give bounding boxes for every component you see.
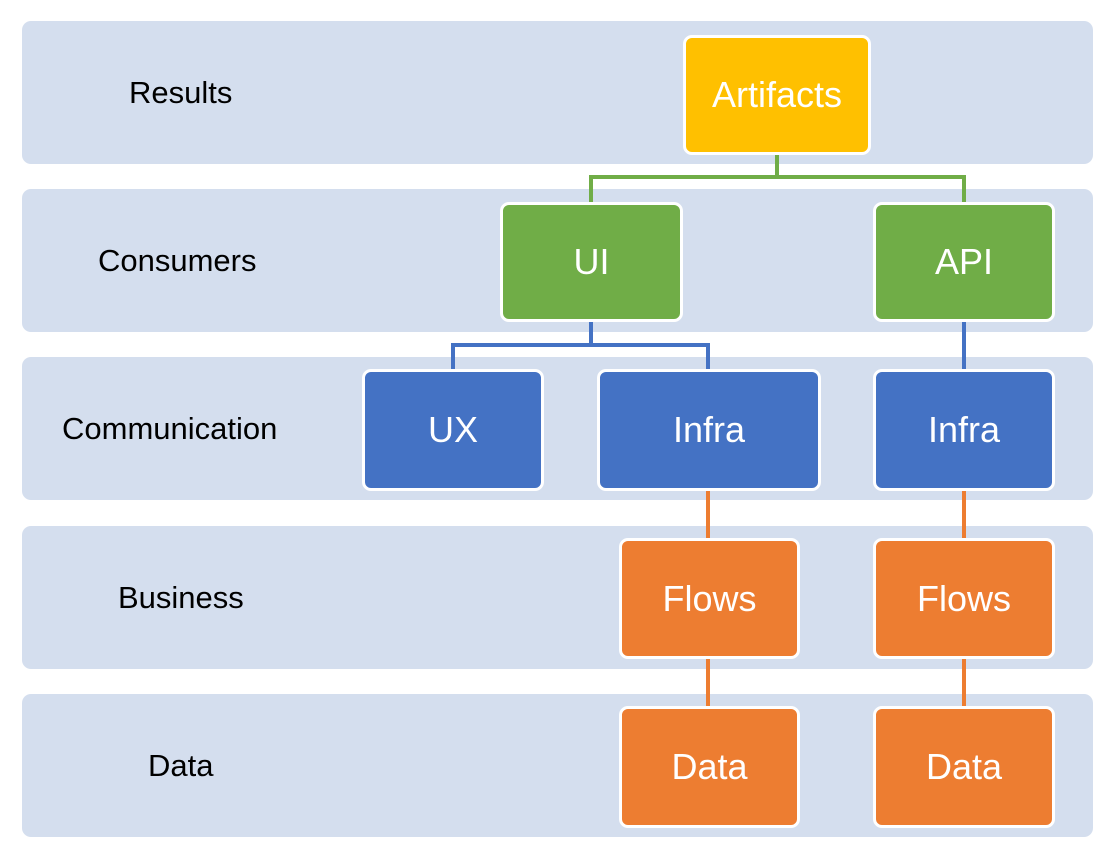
layer-label-communication: Communication	[62, 411, 278, 446]
layer-band-results	[22, 21, 1093, 164]
connector-ui-ux-infra	[451, 343, 710, 371]
node-infra-ui: Infra	[597, 369, 821, 491]
node-infra-api: Infra	[873, 369, 1055, 491]
node-data-left: Data	[619, 706, 800, 828]
node-api: API	[873, 202, 1055, 322]
node-flows-right: Flows	[873, 538, 1055, 659]
node-flows-left: Flows	[619, 538, 800, 659]
node-data-right: Data	[873, 706, 1055, 828]
node-ux: UX	[362, 369, 544, 491]
layer-label-consumers: Consumers	[98, 243, 257, 278]
layer-label-data: Data	[148, 748, 214, 783]
node-artifacts: Artifacts	[683, 35, 871, 155]
node-ui: UI	[500, 202, 683, 322]
layer-label-business: Business	[118, 580, 244, 615]
connector-artifacts-ui-api	[589, 175, 966, 204]
layer-label-results: Results	[129, 75, 233, 110]
